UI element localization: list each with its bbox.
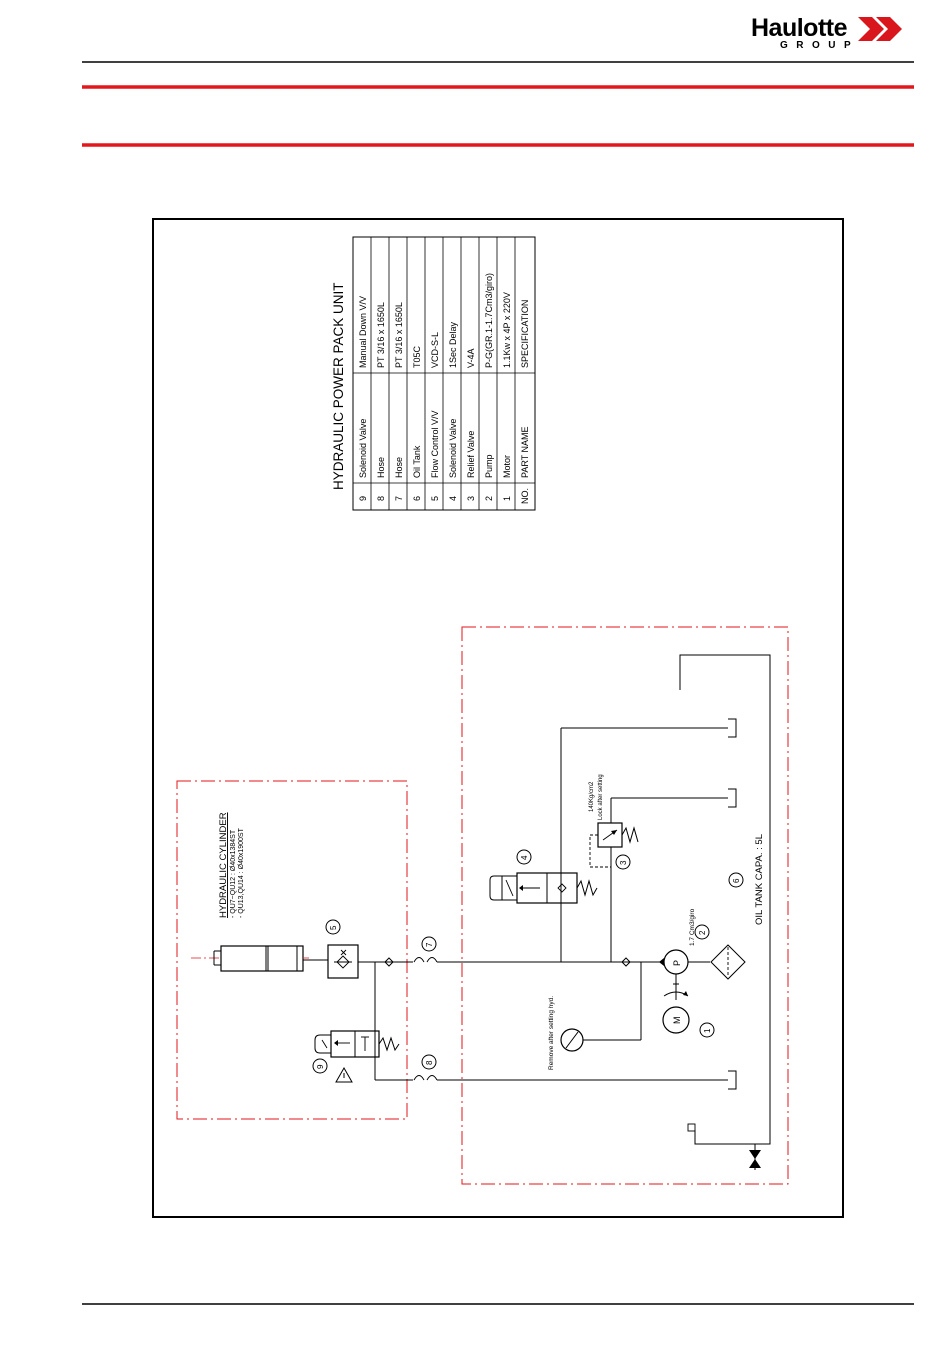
table-row-9-part: Solenoid Valve [358, 419, 368, 478]
solenoid-valve-icon [489, 872, 598, 904]
pump-check-valve-icon [621, 957, 631, 967]
suction-filter-icon [710, 944, 746, 980]
table-header-part: PART NAME [520, 426, 530, 478]
lock-note-label: Lock after setting [598, 774, 604, 820]
callout-5 [325, 919, 341, 935]
hose-7-icon [413, 955, 438, 969]
relief-setting-label: 140Kg/cm2 [589, 781, 595, 812]
pressure-gauge-icon [560, 1028, 584, 1052]
tank-port-icon [728, 788, 737, 808]
table-row-7-no: 7 [394, 496, 404, 501]
callout-3 [615, 854, 631, 870]
tank-port-icon [728, 718, 737, 738]
table-row-3-no: 3 [466, 496, 476, 501]
warning-triangle-icon [335, 1066, 353, 1083]
drain-valve-icon [749, 1150, 761, 1168]
callout-8 [421, 1054, 437, 1070]
tank-capacity-label: OIL TANK CAPA. : 5L [754, 834, 765, 925]
callout-6 [728, 872, 744, 888]
callout-7-label: 7 [425, 942, 434, 947]
callout-4-label: 4 [520, 855, 529, 860]
cylinder-title: HYDRAULIC CYLINDER [218, 812, 229, 918]
tank-port-icon [728, 1070, 737, 1090]
table-row-1-part: Motor [502, 455, 512, 478]
brand-logo-group: GROUP [780, 40, 860, 51]
pump-letter: P [672, 960, 682, 966]
flow-control-valve-icon [327, 944, 359, 979]
callout-5-label: 5 [329, 925, 338, 930]
callout-1 [699, 1022, 715, 1038]
table-row-2-part: Pump [484, 454, 494, 478]
table-title: HYDRAULIC POWER PACK UNIT [331, 282, 346, 490]
callout-9 [312, 1058, 328, 1074]
table-row-6-spec: T05C [412, 345, 422, 368]
brand-logo-wordmark: Haulotte [751, 14, 848, 42]
table-row-1-no: 1 [502, 496, 512, 501]
table-row-4-spec: 1Sec Delay [448, 321, 458, 368]
table-row-7-spec: PT 3/16 x 1650L [394, 302, 404, 368]
table-row-8-part: Hose [376, 457, 386, 478]
callout-6-label: 6 [732, 878, 741, 883]
motor-letter: M [672, 1017, 682, 1025]
table-row-2-spec: P-G(GR.1-1.7Cm3/giro) [484, 273, 494, 368]
callout-8-label: 8 [425, 1060, 434, 1065]
logo-chevron-icon [858, 17, 902, 41]
table-row-1-spec: 1.1Kw x 4P x 220V [502, 292, 512, 368]
table-row-8-no: 8 [376, 496, 386, 501]
table-row-6-no: 6 [412, 496, 422, 501]
table-row-6-part: Oil Tank [412, 445, 422, 478]
callout-2-label: 2 [698, 930, 707, 935]
hydraulic-cylinder-icon [191, 945, 328, 972]
table-row-4-part: Solenoid Valve [448, 419, 458, 478]
hose-8-icon [413, 1073, 438, 1087]
callout-2 [694, 924, 710, 940]
pump-displacement-label: 1.7 Cm3/giro [689, 908, 696, 946]
cylinder-boundary [176, 780, 408, 1120]
gauge-note-label: Remove after setting hyd. [548, 996, 555, 1070]
check-valve-icon [384, 957, 394, 967]
table-row-5-part: Flow Control V/V [430, 410, 440, 478]
cylinder-line-1: - QU7~QU12 : Ø40x1384ST [230, 829, 237, 918]
cylinder-line-2: - QU13,QU14 : Ø40x1900ST [238, 827, 245, 918]
drawing-frame [152, 218, 844, 1218]
callout-3-label: 3 [619, 860, 628, 865]
table-row-2-no: 2 [484, 496, 494, 501]
table-row-4-no: 4 [448, 496, 458, 501]
manual-down-valve-icon [314, 1030, 400, 1058]
table-row-9-no: 9 [358, 496, 368, 501]
parts-table: HYDRAULIC POWER PACK UNIT 9 Solenoid Val… [331, 236, 536, 511]
callout-1-label: 1 [703, 1028, 712, 1033]
table-header-spec: SPECIFICATION [520, 300, 530, 368]
table-row-5-spec: VCD-S-L [430, 332, 440, 368]
table-row-3-part: Relief Valve [466, 431, 476, 478]
relief-valve-icon [589, 822, 639, 868]
table-row-9-spec: Manual Down V/V [358, 296, 368, 368]
callout-9-label: 9 [316, 1064, 325, 1069]
oil-tank-outline [679, 654, 771, 1145]
motor-icon [662, 991, 690, 1034]
table-header-no: NO. [520, 488, 530, 504]
pump-icon [659, 949, 710, 1000]
table-row-5-no: 5 [430, 496, 440, 501]
table-row-7-part: Hose [394, 457, 404, 478]
table-row-3-spec: V-4A [466, 348, 476, 368]
power-pack-boundary [461, 626, 789, 1185]
callout-4 [516, 849, 532, 865]
callout-7 [421, 936, 437, 952]
table-row-8-spec: PT 3/16 x 1650L [376, 302, 386, 368]
